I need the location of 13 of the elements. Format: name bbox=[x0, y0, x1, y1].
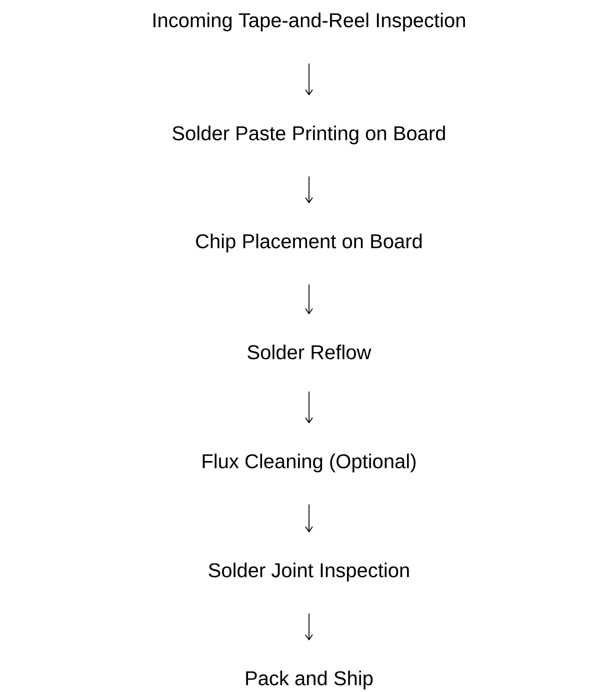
step-text: Incoming Tape-and-Reel Inspection bbox=[154, 12, 465, 32]
step-text: Solder Reflow bbox=[248, 344, 372, 360]
step-text: Pack and Ship bbox=[246, 670, 373, 690]
arrow bbox=[305, 613, 313, 640]
arrow bbox=[305, 504, 313, 532]
step-text: Flux Cleaning (Optional) bbox=[202, 454, 416, 472]
arrow bbox=[305, 284, 313, 314]
step-text: Solder Paste Printing on Board bbox=[172, 126, 445, 144]
arrow bbox=[305, 391, 313, 424]
step-text: Chip Placement on Board bbox=[196, 234, 422, 252]
arrow bbox=[305, 63, 313, 96]
arrow bbox=[305, 176, 313, 204]
step-text: Solder Joint Inspection bbox=[208, 562, 409, 582]
